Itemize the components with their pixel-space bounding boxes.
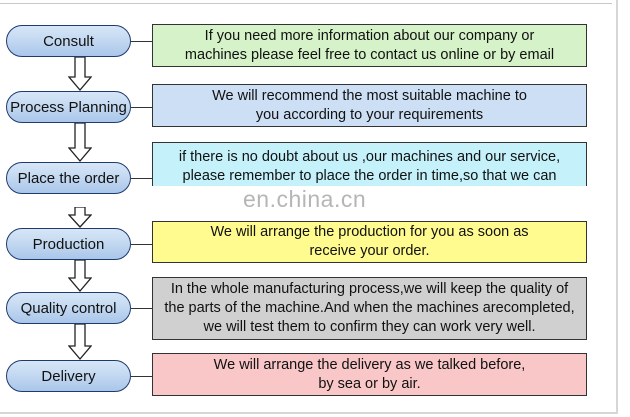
box-line: In the whole manufacturing process,we wi…: [170, 281, 569, 297]
box-production: We will arrange the production for you a…: [152, 221, 587, 263]
frame-border: [0, 0, 618, 414]
step-place-order: Place the order: [6, 162, 131, 194]
box-line: receive your order.: [309, 243, 430, 259]
box-line: you according to your requirements: [255, 106, 484, 123]
down-arrow-icon: [68, 260, 92, 292]
connector-line: [131, 376, 152, 377]
box-line: We will recommend the most suitable mach…: [212, 87, 527, 104]
connector-line: [131, 178, 152, 179]
step-quality-control: Quality control: [6, 292, 131, 324]
box-consult: If you need more information about our c…: [152, 24, 587, 67]
step-label: Quality control: [20, 299, 117, 317]
down-arrow-icon: [68, 57, 92, 91]
box-line: please remember to place the order in ti…: [182, 168, 557, 184]
down-arrow-icon: [68, 123, 92, 162]
step-label: Consult: [43, 32, 94, 50]
step-process-planning: Process Planning: [6, 91, 131, 123]
step-consult: Consult: [6, 25, 131, 57]
top-divider: [0, 3, 612, 4]
step-production: Production: [6, 228, 131, 260]
connector-line: [131, 41, 152, 42]
box-quality-control: In the whole manufacturing process,we wi…: [152, 277, 587, 340]
box-line: by sea or by air.: [318, 375, 421, 392]
box-line: We will arrange the delivery as we talke…: [213, 356, 526, 373]
box-line: If you need more information about our c…: [204, 27, 535, 44]
connector-line: [131, 107, 152, 108]
step-label: Process Planning: [10, 98, 127, 116]
down-arrow-icon: [68, 324, 92, 360]
connector-line: [131, 308, 152, 309]
box-line: machines please feel free to contact us …: [184, 46, 555, 63]
box-line: if there is no doubt about us ,our machi…: [178, 149, 561, 165]
watermark: en.china.cn: [243, 186, 367, 212]
step-label: Production: [32, 235, 105, 253]
box-line: We will arrange the production for you a…: [210, 224, 529, 240]
box-line: we will test them to confirm they can wo…: [203, 319, 536, 335]
box-line: the parts of the machine.And when the ma…: [164, 300, 575, 316]
box-process-planning: We will recommend the most suitable mach…: [152, 84, 587, 127]
step-delivery: Delivery: [6, 360, 131, 392]
box-place-order: if there is no doubt about us ,our machi…: [152, 142, 587, 186]
connector-line: [131, 244, 152, 245]
step-label: Delivery: [41, 367, 96, 385]
down-arrow-icon: [68, 207, 92, 228]
step-label: Place the order: [17, 169, 120, 187]
box-delivery: We will arrange the delivery as we talke…: [152, 353, 587, 396]
